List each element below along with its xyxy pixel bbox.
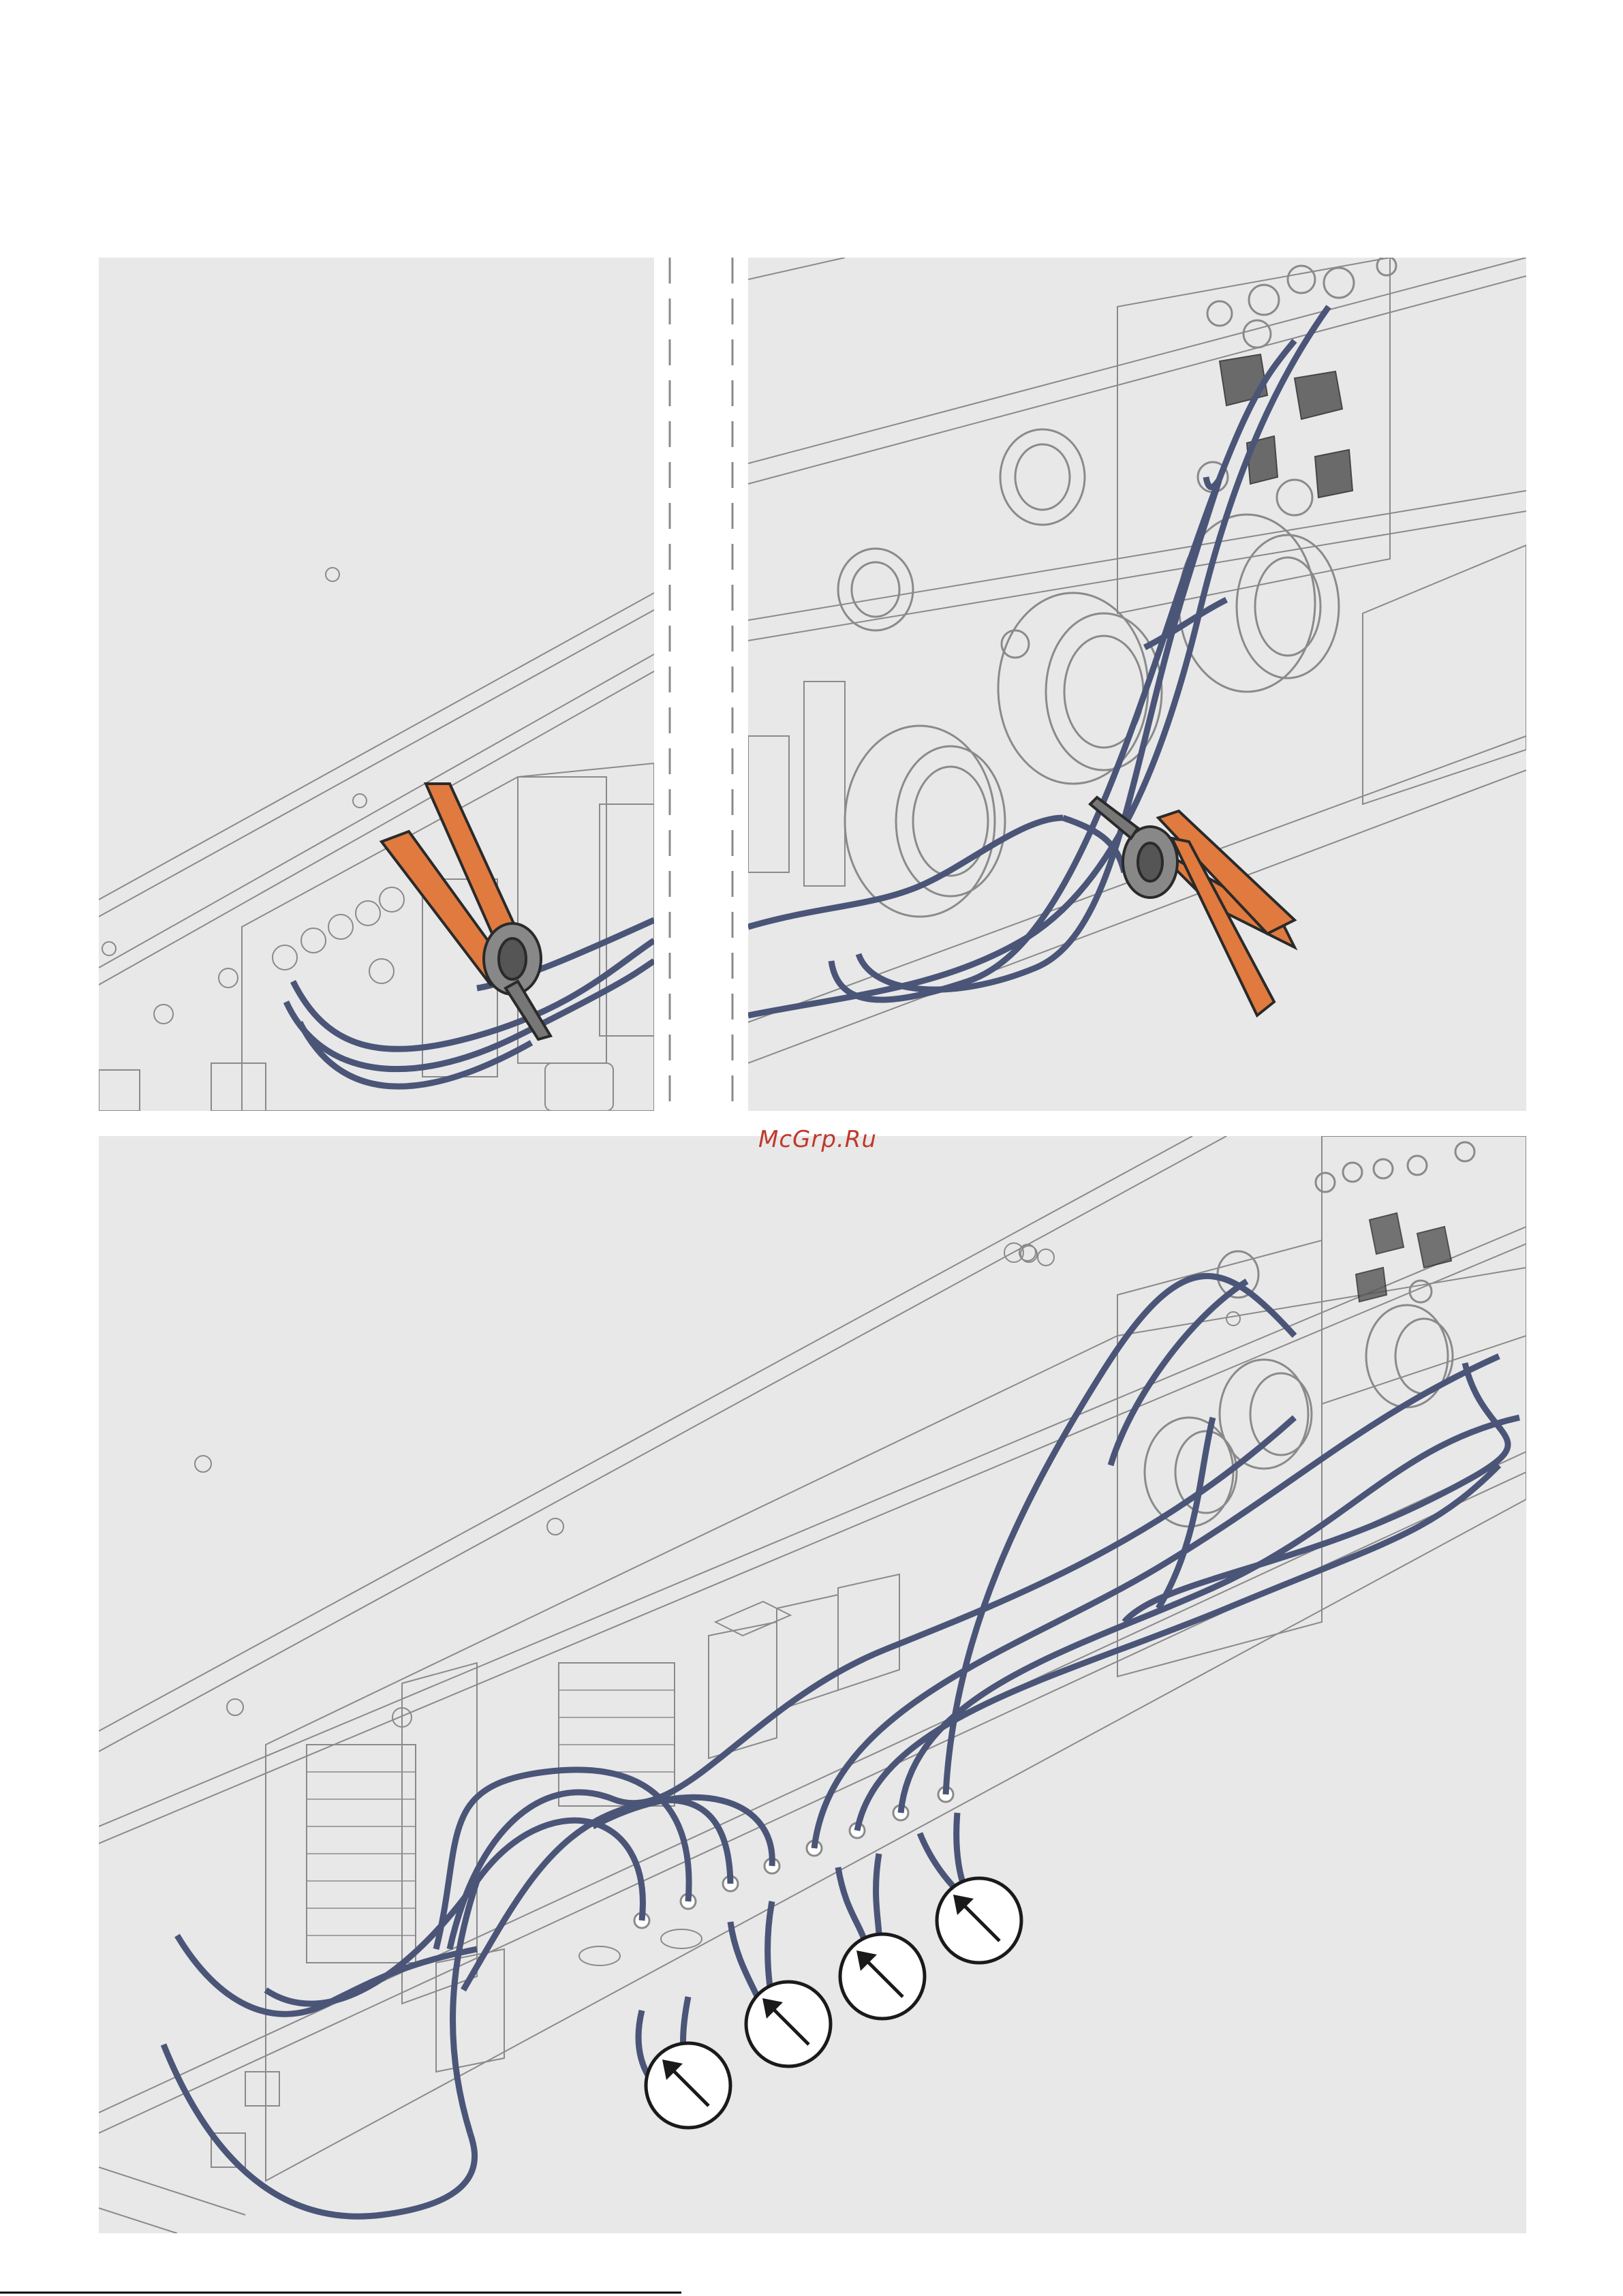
panel-background — [748, 258, 1526, 1111]
watermark: McGrp.Ru — [743, 1126, 893, 1153]
panel-top-left — [99, 258, 654, 1111]
panel-divider — [670, 258, 732, 1112]
panel-bottom — [99, 1136, 1526, 2233]
panel-top-right — [748, 256, 1526, 1111]
